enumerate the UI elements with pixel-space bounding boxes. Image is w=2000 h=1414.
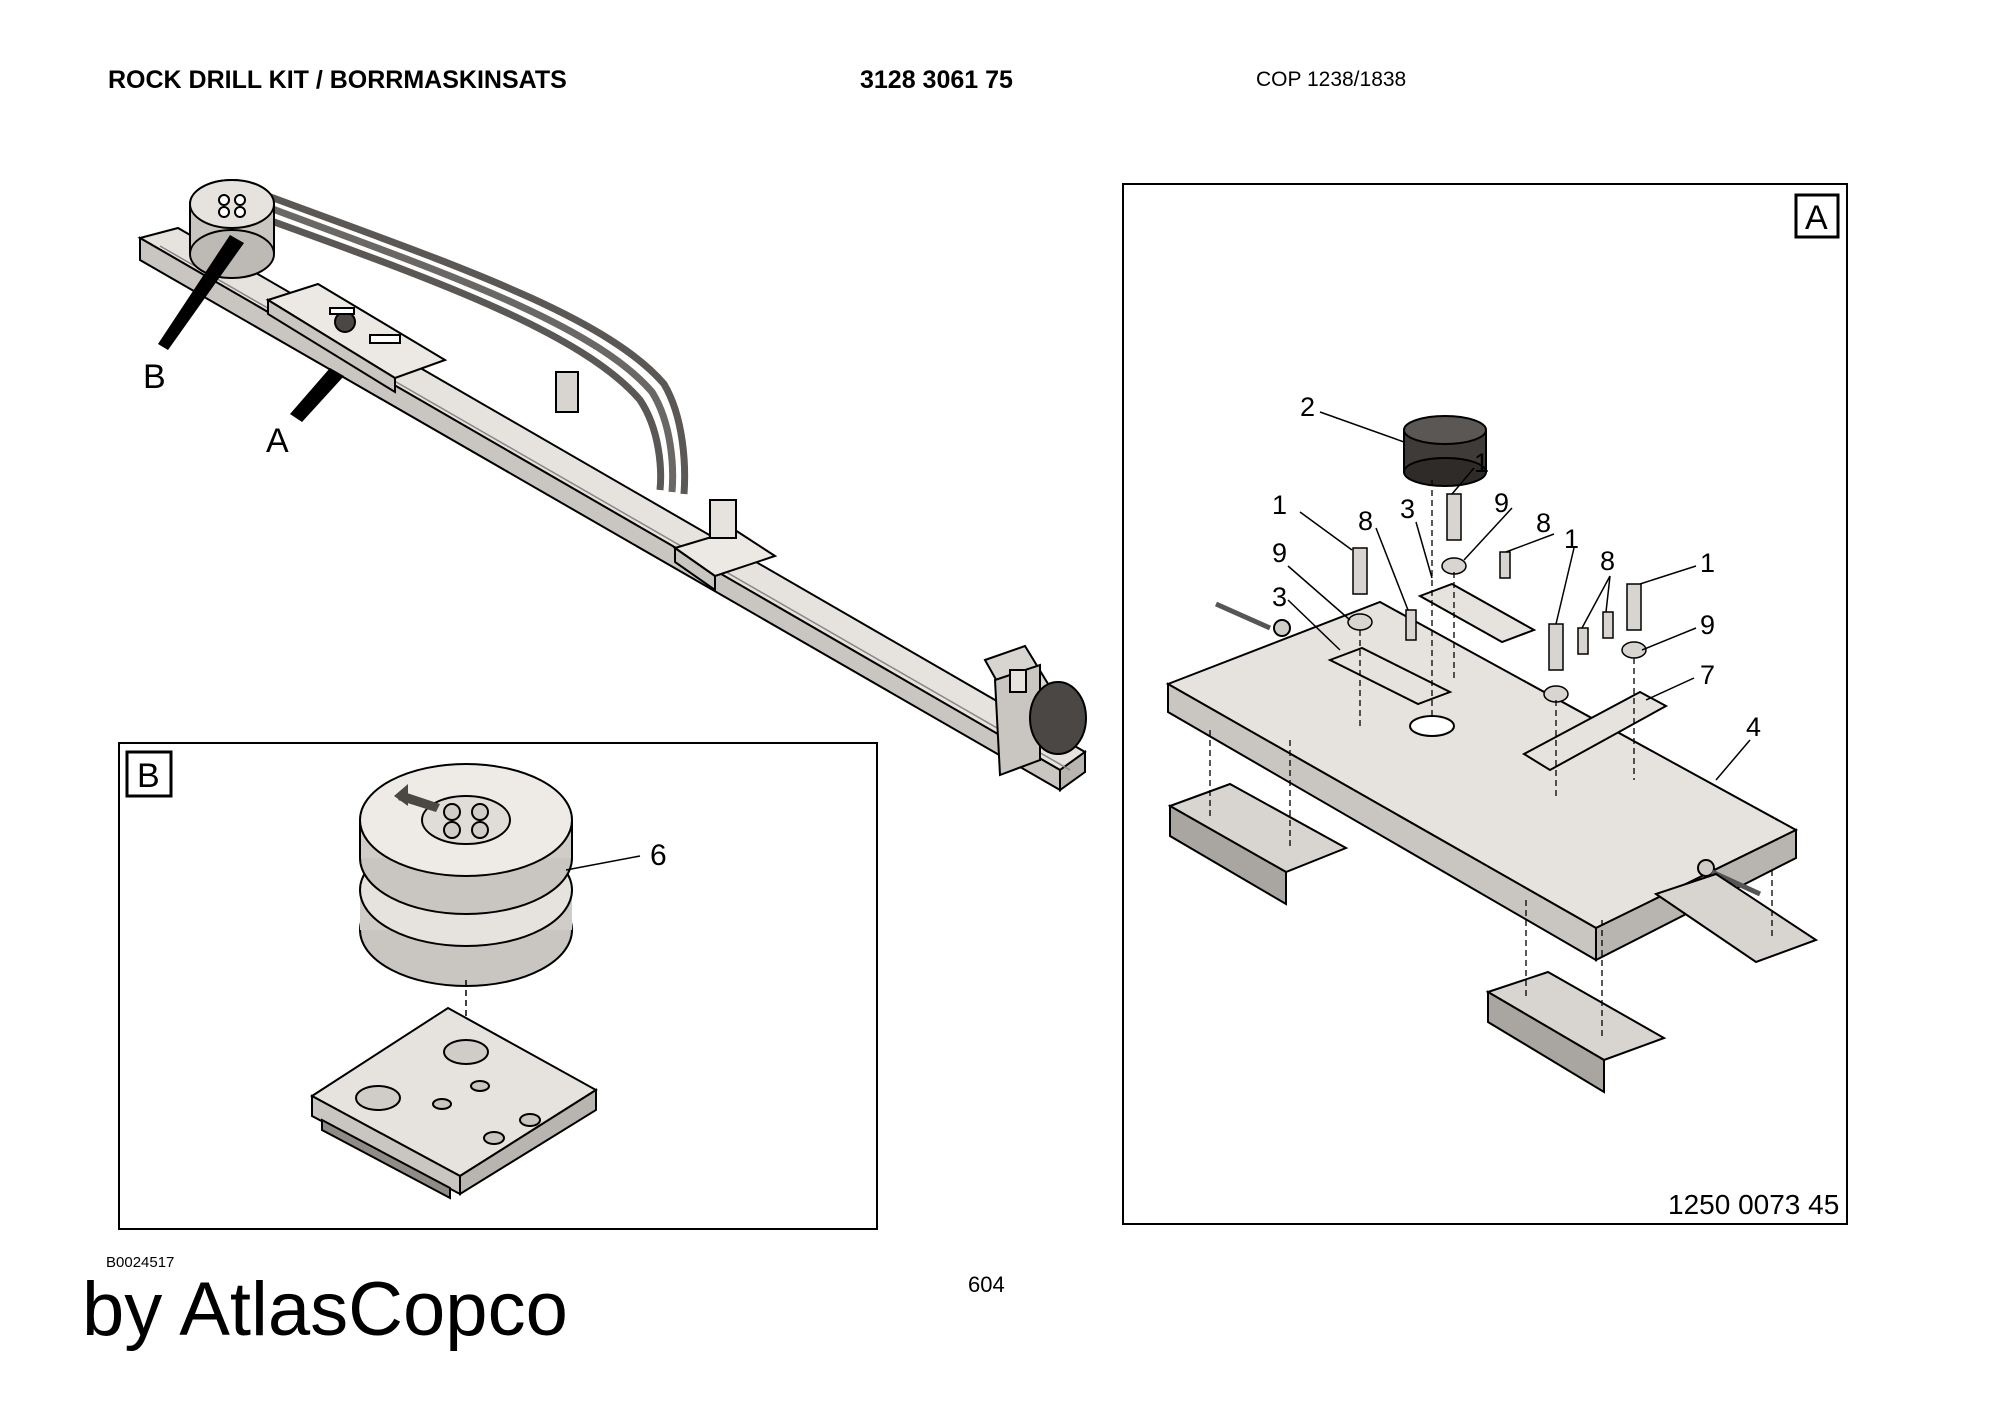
page-number: 604	[968, 1272, 1005, 1297]
part-number: 3128 3061 75	[860, 66, 1013, 94]
detail-b-label: B	[137, 757, 160, 795]
illustration-reference-number: 1250 0073 45	[1668, 1189, 1839, 1220]
callout-6: 6	[650, 839, 667, 872]
callout-4: 4	[1746, 712, 1761, 742]
pulley-6	[359, 763, 573, 987]
callout-1-mid: 1	[1564, 524, 1579, 554]
callout-9-left: 9	[1272, 538, 1287, 568]
assembly-lines	[1209, 480, 1773, 1040]
document-title: ROCK DRILL KIT / BORRMASKINSATS	[108, 66, 567, 94]
guide-rails	[1167, 782, 1819, 1094]
overview-label-a: A	[266, 422, 289, 460]
callout-1-right: 1	[1700, 548, 1715, 578]
brand-credit: by AtlasCopco	[82, 1267, 568, 1352]
mounting-plate	[310, 1006, 598, 1200]
callout-3-left: 3	[1272, 582, 1287, 612]
leader-lines	[1287, 411, 1751, 781]
callout-1-left: 1	[1272, 490, 1287, 520]
model-designation: COP 1238/1838	[1256, 68, 1407, 91]
overview-label-b: B	[143, 358, 166, 396]
callout-9-right: 9	[1700, 610, 1715, 640]
callout-7: 7	[1700, 660, 1715, 690]
callout-8-left: 8	[1358, 506, 1373, 536]
detail-a-panel: A	[1122, 183, 1848, 1225]
callout-8-mid: 8	[1600, 546, 1615, 576]
callout-2: 2	[1300, 392, 1315, 422]
drawing-id: B0024517	[106, 1254, 175, 1271]
detail-b-panel: B	[118, 742, 878, 1230]
callout-8-top: 8	[1536, 508, 1551, 538]
knob-2	[1403, 415, 1487, 487]
feed-beam-overview	[137, 179, 1087, 792]
callout-3-top: 3	[1400, 494, 1415, 524]
detail-a-label: A	[1805, 199, 1828, 237]
callout-9-top: 9	[1494, 488, 1509, 518]
bolts	[1347, 493, 1647, 703]
callout-1-top: 1	[1474, 448, 1489, 478]
